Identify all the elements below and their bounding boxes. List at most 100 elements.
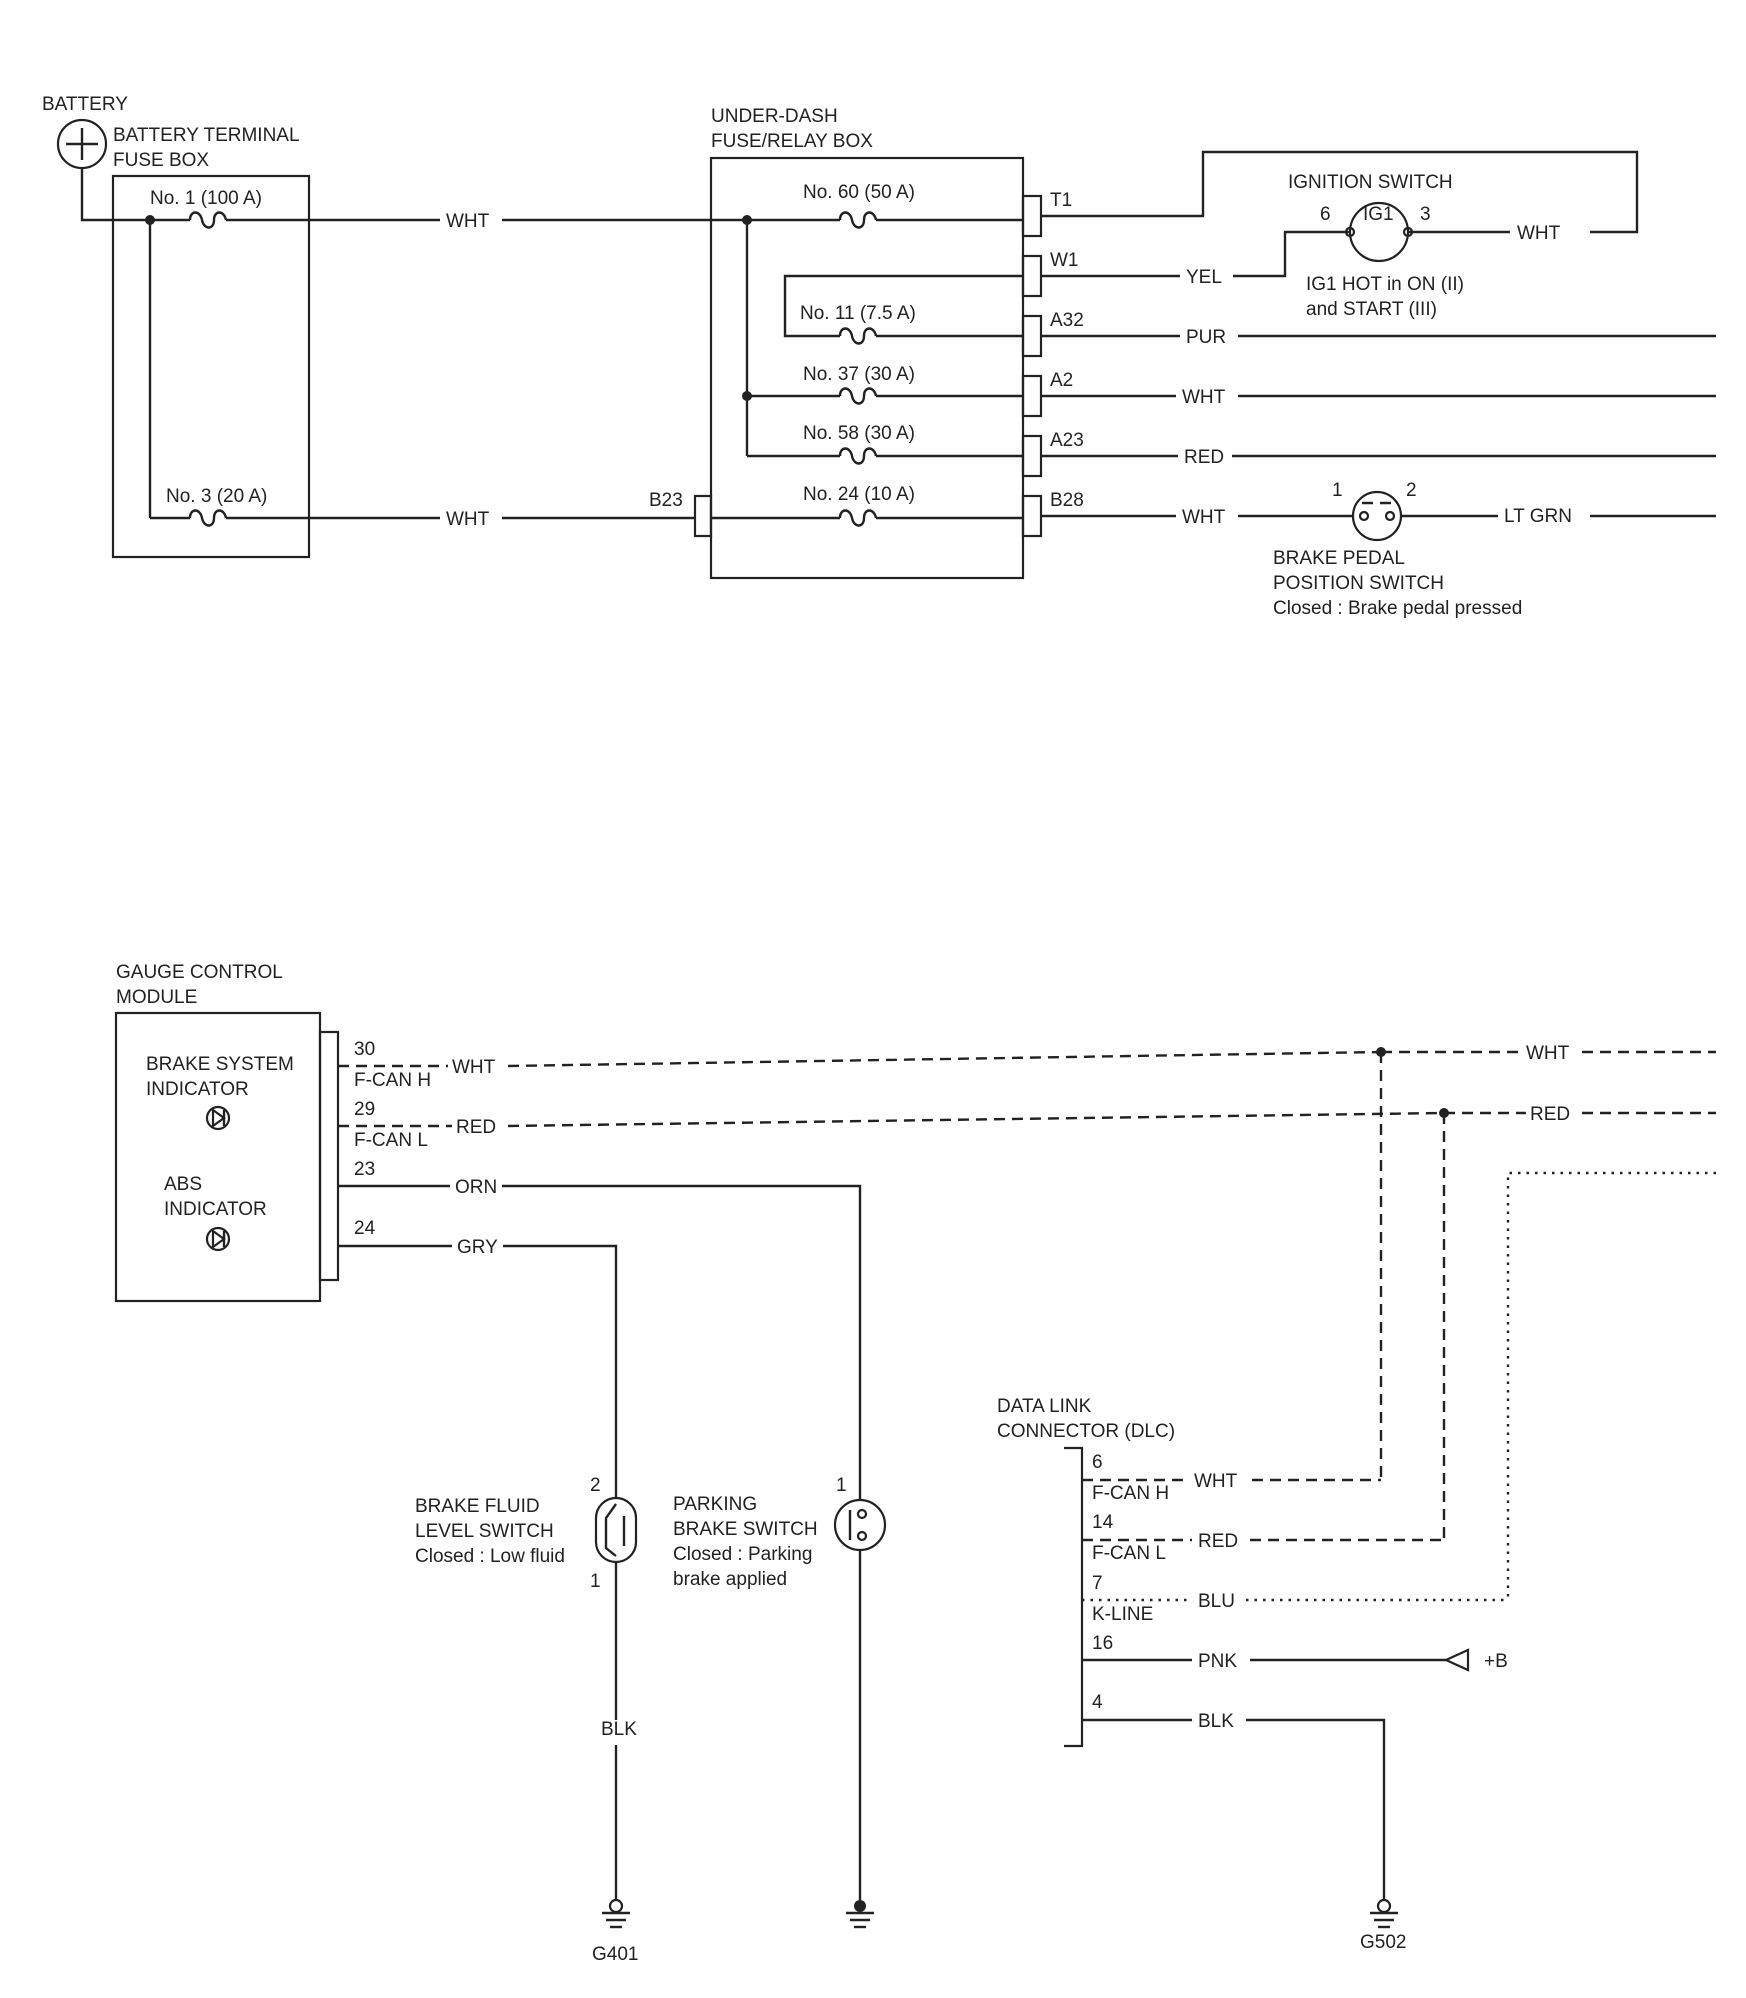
- wire-wht-dlc: WHT: [1194, 1471, 1238, 1492]
- ignition-switch-label: IGNITION SWITCH: [1288, 172, 1453, 193]
- plus-b-label: +B: [1484, 1651, 1508, 1672]
- wire-wht-b28: WHT: [1182, 507, 1226, 528]
- brake-pedal-switch-icon: [1351, 490, 1403, 542]
- dlc-kline-label: K-LINE: [1092, 1604, 1153, 1625]
- fuse-37-label: No. 37 (30 A): [803, 364, 915, 385]
- parking-brake-note-2: brake applied: [673, 1569, 787, 1590]
- brake-pedal-label-1: BRAKE PEDAL: [1273, 548, 1405, 569]
- brake-fluid-switch-icon: [594, 1496, 638, 1564]
- gauge-pin-24: 24: [354, 1218, 376, 1239]
- terminal-a2: A2: [1050, 370, 1073, 391]
- ground-g502-label: G502: [1360, 1932, 1406, 1953]
- ground-parking-icon: [846, 1900, 874, 1929]
- abs-indicator-icon: [205, 1226, 231, 1252]
- battery-fuse-box-outline: [111, 174, 311, 559]
- wire-red-dlc: RED: [1198, 1531, 1238, 1552]
- ground-g401-icon: [602, 1898, 630, 1929]
- fuse-60-icon: [838, 211, 878, 229]
- battery-fuse-box-label-1: BATTERY TERMINAL: [113, 125, 300, 146]
- parking-brake-label-2: BRAKE SWITCH: [673, 1519, 818, 1540]
- dlc-fcanl-label: F-CAN L: [1092, 1543, 1166, 1564]
- gauge-pin-23: 23: [354, 1159, 375, 1180]
- wire-pnk: PNK: [1198, 1651, 1237, 1672]
- brake-fluid-label-2: LEVEL SWITCH: [415, 1521, 554, 1542]
- wire-orn: ORN: [455, 1177, 497, 1198]
- fuse-3-icon: [188, 509, 228, 527]
- battery-fuse-box-label-2: FUSE BOX: [113, 150, 209, 171]
- brake-pedal-position-switch: 1 2 BRAKE PEDAL POSITION SWITCH Closed :…: [1273, 480, 1522, 619]
- fuse-24-icon: [838, 509, 878, 527]
- brake-fluid-note: Closed : Low fluid: [415, 1546, 565, 1567]
- wire-lt-grn: LT GRN: [1504, 506, 1572, 527]
- terminal-b23: B23: [649, 490, 683, 511]
- wire-red-fcanl: RED: [456, 1117, 496, 1138]
- plus-b-terminal-icon: [1443, 1648, 1470, 1672]
- wire-wht-fcanh-right: WHT: [1526, 1043, 1570, 1064]
- gauge-module-label-2: MODULE: [116, 987, 197, 1008]
- parking-brake-note-1: Closed : Parking: [673, 1544, 812, 1565]
- terminal-w1: W1: [1050, 250, 1079, 271]
- ignition-contact-ig1: IG1: [1363, 204, 1394, 225]
- gauge-control-module: GAUGE CONTROL MODULE BRAKE SYSTEM INDICA…: [114, 962, 431, 1303]
- ignition-note-1: IG1 HOT in ON (II): [1306, 274, 1464, 295]
- ignition-switch: IGNITION SWITCH IG1 6 3 IG1 HOT in ON (I…: [1288, 172, 1464, 320]
- terminal-b28: B28: [1050, 490, 1084, 511]
- gauge-fcanl-label: F-CAN L: [354, 1130, 428, 1151]
- fuse-1-icon: [188, 211, 228, 229]
- brake-fluid-label-1: BRAKE FLUID: [415, 1496, 540, 1517]
- underdash-box-outline: [709, 156, 1025, 580]
- wire-red-fcanl-right: RED: [1530, 1104, 1570, 1125]
- terminal-t1: T1: [1050, 190, 1072, 211]
- ground-g401-label: G401: [592, 1944, 638, 1965]
- wire-wht-1: WHT: [446, 211, 490, 232]
- parking-brake-switch: 1 PARKING BRAKE SWITCH Closed : Parking …: [673, 1475, 887, 1590]
- brake-fluid-pin-2: 2: [590, 1475, 601, 1496]
- underdash-label-2: FUSE/RELAY BOX: [711, 131, 873, 152]
- fuse-3-label: No. 3 (20 A): [166, 486, 267, 507]
- wire-wht-2: WHT: [446, 509, 490, 530]
- dlc-pin-14: 14: [1092, 1512, 1114, 1533]
- brake-indicator-label-1: BRAKE SYSTEM: [146, 1054, 294, 1075]
- dlc-pin-7: 7: [1092, 1573, 1103, 1594]
- wire-wht-a2: WHT: [1182, 387, 1226, 408]
- dlc-label-2: CONNECTOR (DLC): [997, 1421, 1175, 1442]
- gauge-module-label-1: GAUGE CONTROL: [116, 962, 283, 983]
- wire-red-a23: RED: [1184, 447, 1224, 468]
- brake-pedal-note: Closed : Brake pedal pressed: [1273, 598, 1522, 619]
- fuse-60-label: No. 60 (50 A): [803, 182, 915, 203]
- fuse-24-label: No. 24 (10 A): [803, 484, 915, 505]
- fuse-11-label: No. 11 (7.5 A): [800, 303, 916, 324]
- underdash-label-1: UNDER-DASH: [711, 106, 838, 127]
- fuse-11-icon: [838, 327, 878, 345]
- ignition-switch-icon: [1348, 201, 1410, 263]
- wire-yel: YEL: [1186, 267, 1222, 288]
- dlc-outline: [1064, 1446, 1084, 1748]
- gauge-fcanh-label: F-CAN H: [354, 1070, 431, 1091]
- fuse-1-label: No. 1 (100 A): [150, 188, 262, 209]
- dlc-pin-4: 4: [1092, 1692, 1103, 1713]
- abs-indicator-label-2: INDICATOR: [164, 1199, 267, 1220]
- brake-indicator-label-2: INDICATOR: [146, 1079, 249, 1100]
- battery: BATTERY: [42, 94, 128, 170]
- fuse-58-label: No. 58 (30 A): [803, 423, 915, 444]
- terminal-a32: A32: [1050, 310, 1084, 331]
- ignition-pin-3: 3: [1420, 204, 1431, 225]
- wire-blk-g401: BLK: [601, 1719, 637, 1740]
- under-dash-fuse-relay-box: UNDER-DASH FUSE/RELAY BOX No. 60 (50 A) …: [649, 106, 1084, 580]
- dlc-pin-16: 16: [1092, 1633, 1113, 1654]
- wire-blu: BLU: [1198, 1591, 1235, 1612]
- abs-indicator-label-1: ABS: [164, 1174, 202, 1195]
- wire-pur: PUR: [1186, 327, 1226, 348]
- dlc-pin-6: 6: [1092, 1452, 1103, 1473]
- fuse-58-icon: [838, 447, 878, 465]
- parking-brake-pin-1: 1: [836, 1475, 847, 1496]
- wire-gry: GRY: [457, 1237, 498, 1258]
- wire-blk-g502: BLK: [1198, 1711, 1234, 1732]
- parking-brake-label-1: PARKING: [673, 1494, 757, 1515]
- gauge-pin-29: 29: [354, 1099, 375, 1120]
- ignition-note-2: and START (III): [1306, 299, 1437, 320]
- brake-fluid-pin-1: 1: [590, 1571, 601, 1592]
- parking-brake-switch-icon: [833, 1498, 887, 1552]
- brake-fluid-level-switch: 2 1 BRAKE FLUID LEVEL SWITCH Closed : Lo…: [415, 1475, 638, 1592]
